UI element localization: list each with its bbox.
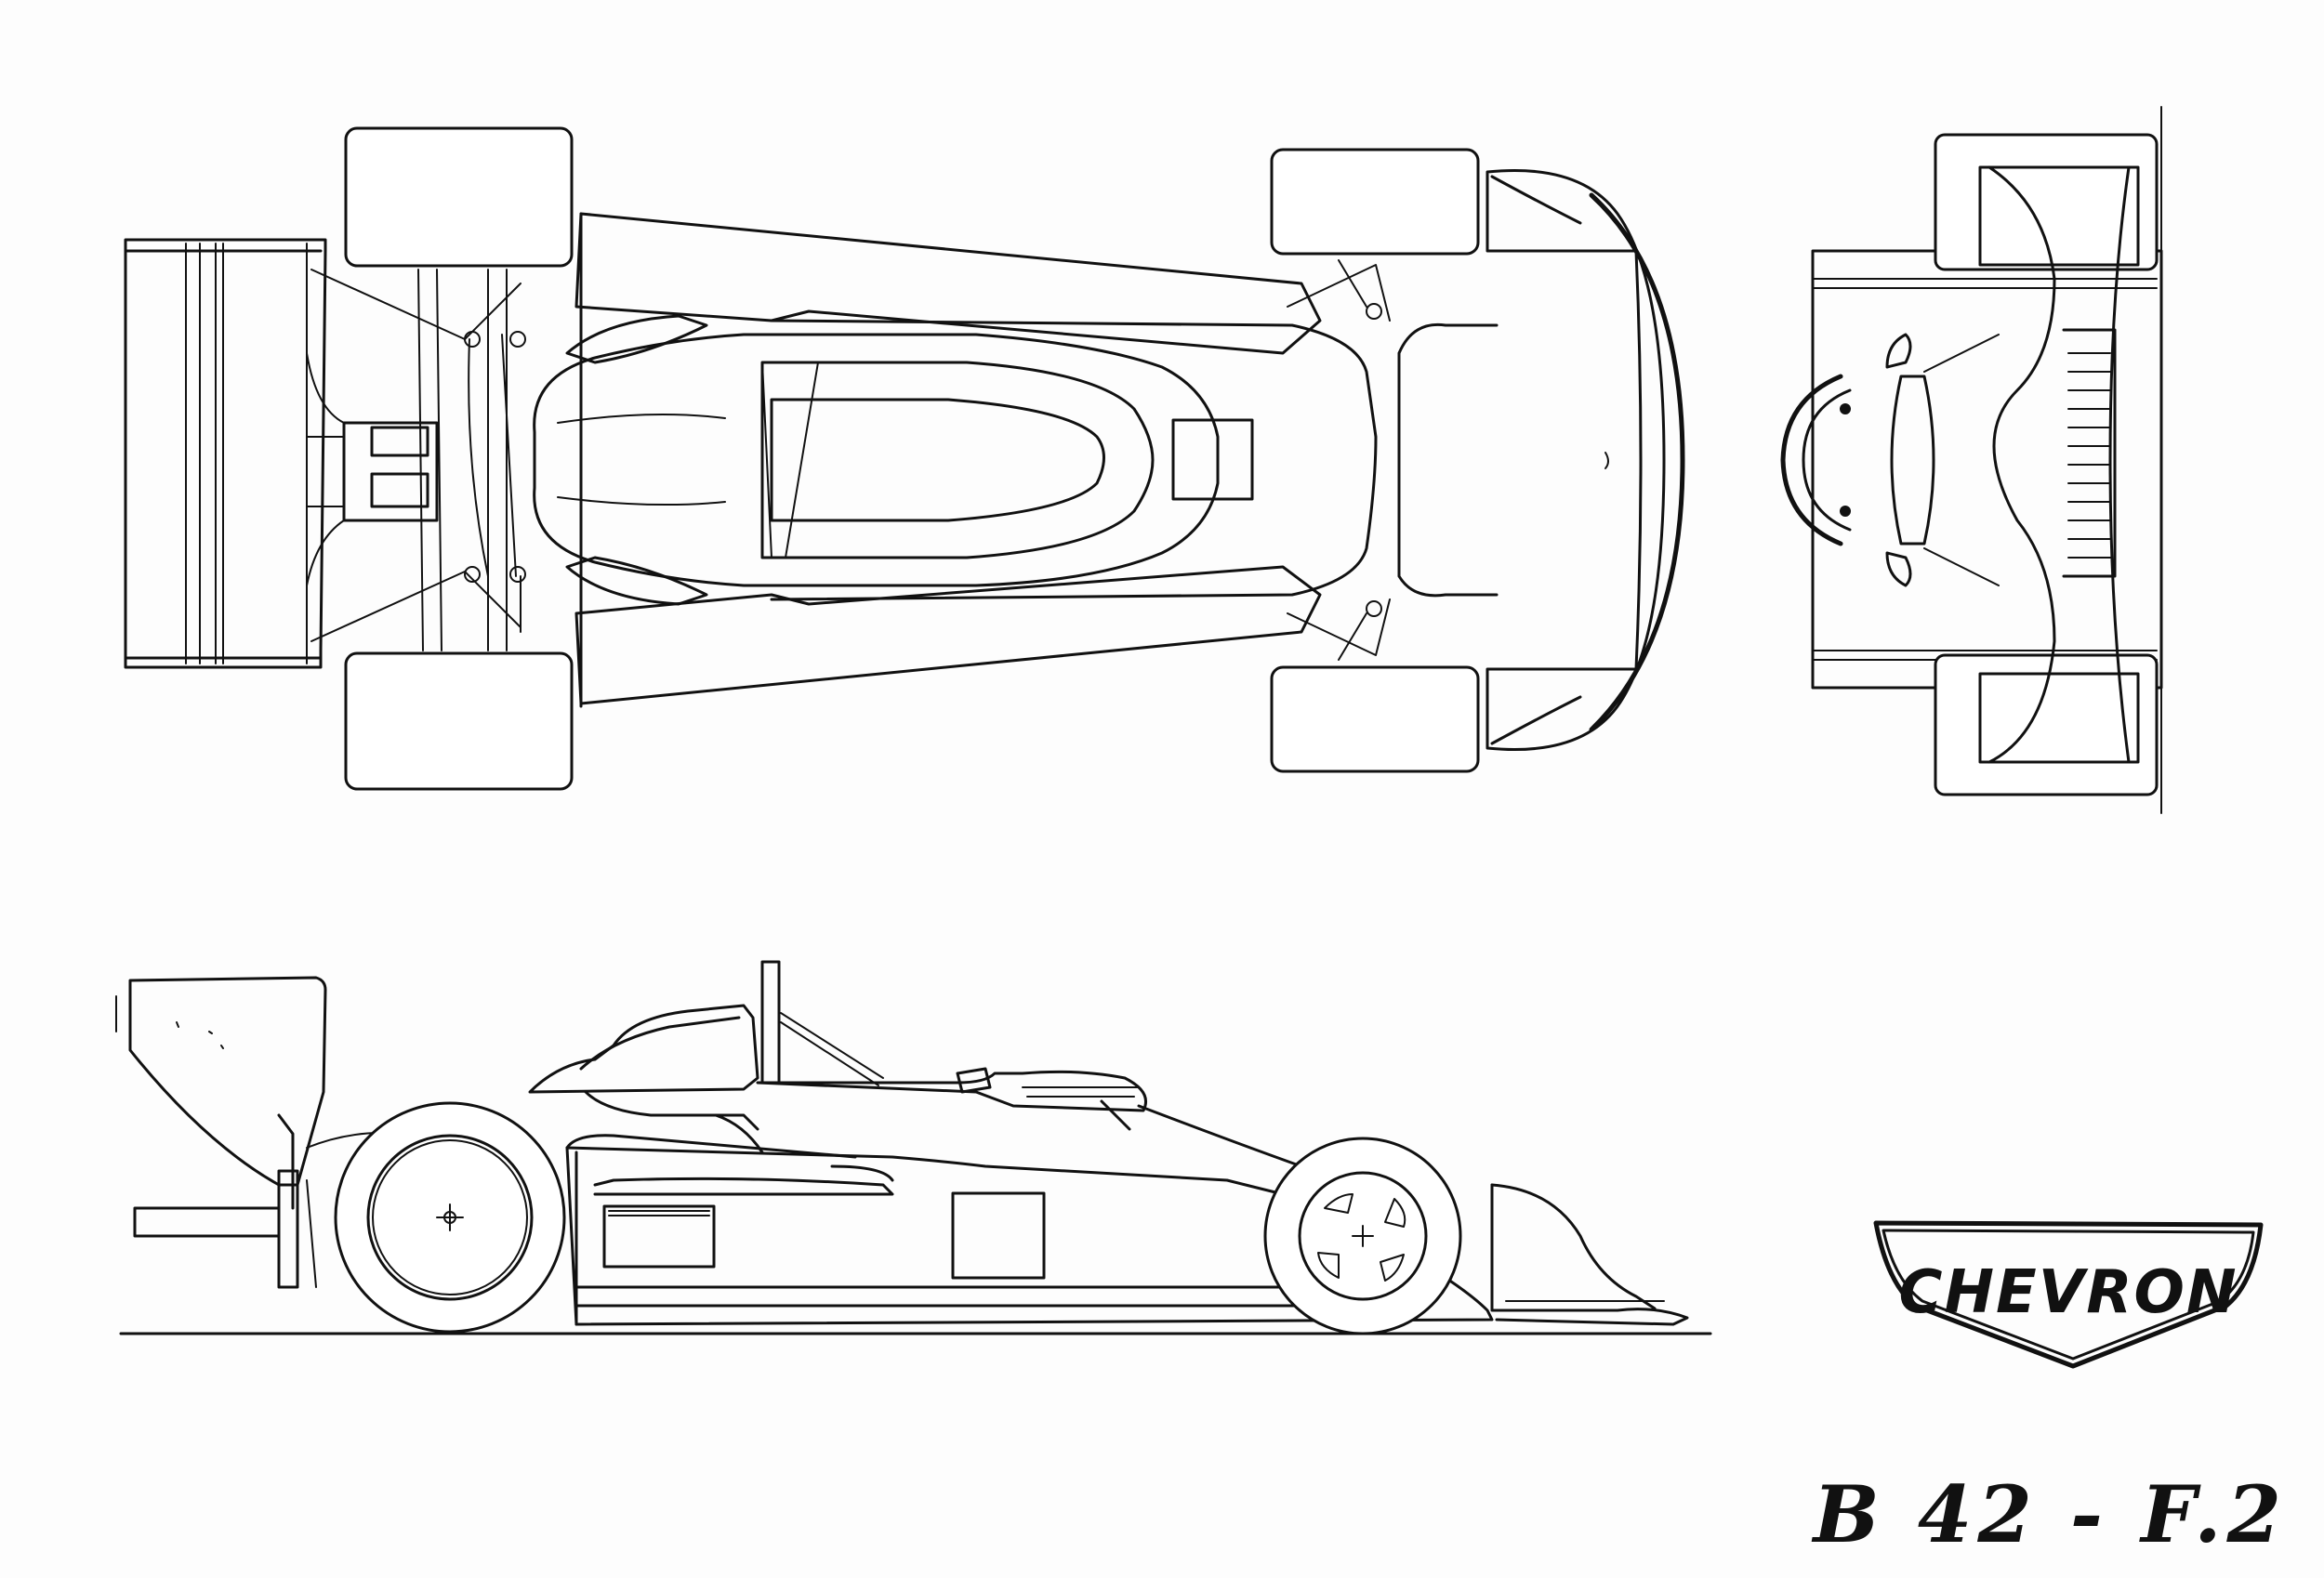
side-view	[115, 960, 1712, 1335]
rear-wing	[124, 238, 327, 669]
front-view	[1780, 106, 2163, 814]
sponsor-decal	[602, 1204, 716, 1269]
rear-wheel-side	[334, 1101, 566, 1334]
front-left-tyre	[1270, 148, 1480, 256]
rear-right-tyre	[344, 651, 574, 791]
chassis-top	[533, 212, 1499, 708]
front-wing-side	[1490, 1183, 1689, 1326]
model-title: B 42 - F.2	[1813, 1468, 2287, 1560]
top-view	[124, 126, 1685, 791]
rear-wing-side	[115, 976, 327, 1210]
front-wheel-side	[1263, 1137, 1462, 1335]
front-right-tyre	[1270, 665, 1480, 773]
chevron-logo: CHEVRON	[1873, 1220, 2264, 1369]
rear-suspension	[306, 269, 526, 651]
rear-left-tyre	[344, 126, 574, 268]
number-panel-side	[951, 1191, 1046, 1280]
front-wing-top	[1486, 168, 1685, 752]
front-view-tyre-bottom	[1934, 653, 2159, 796]
front-suspension	[1287, 259, 1391, 661]
logo-text: CHEVRON	[1898, 1258, 2238, 1327]
number-panel-top	[1171, 418, 1254, 501]
chassis-side	[528, 960, 1494, 1326]
